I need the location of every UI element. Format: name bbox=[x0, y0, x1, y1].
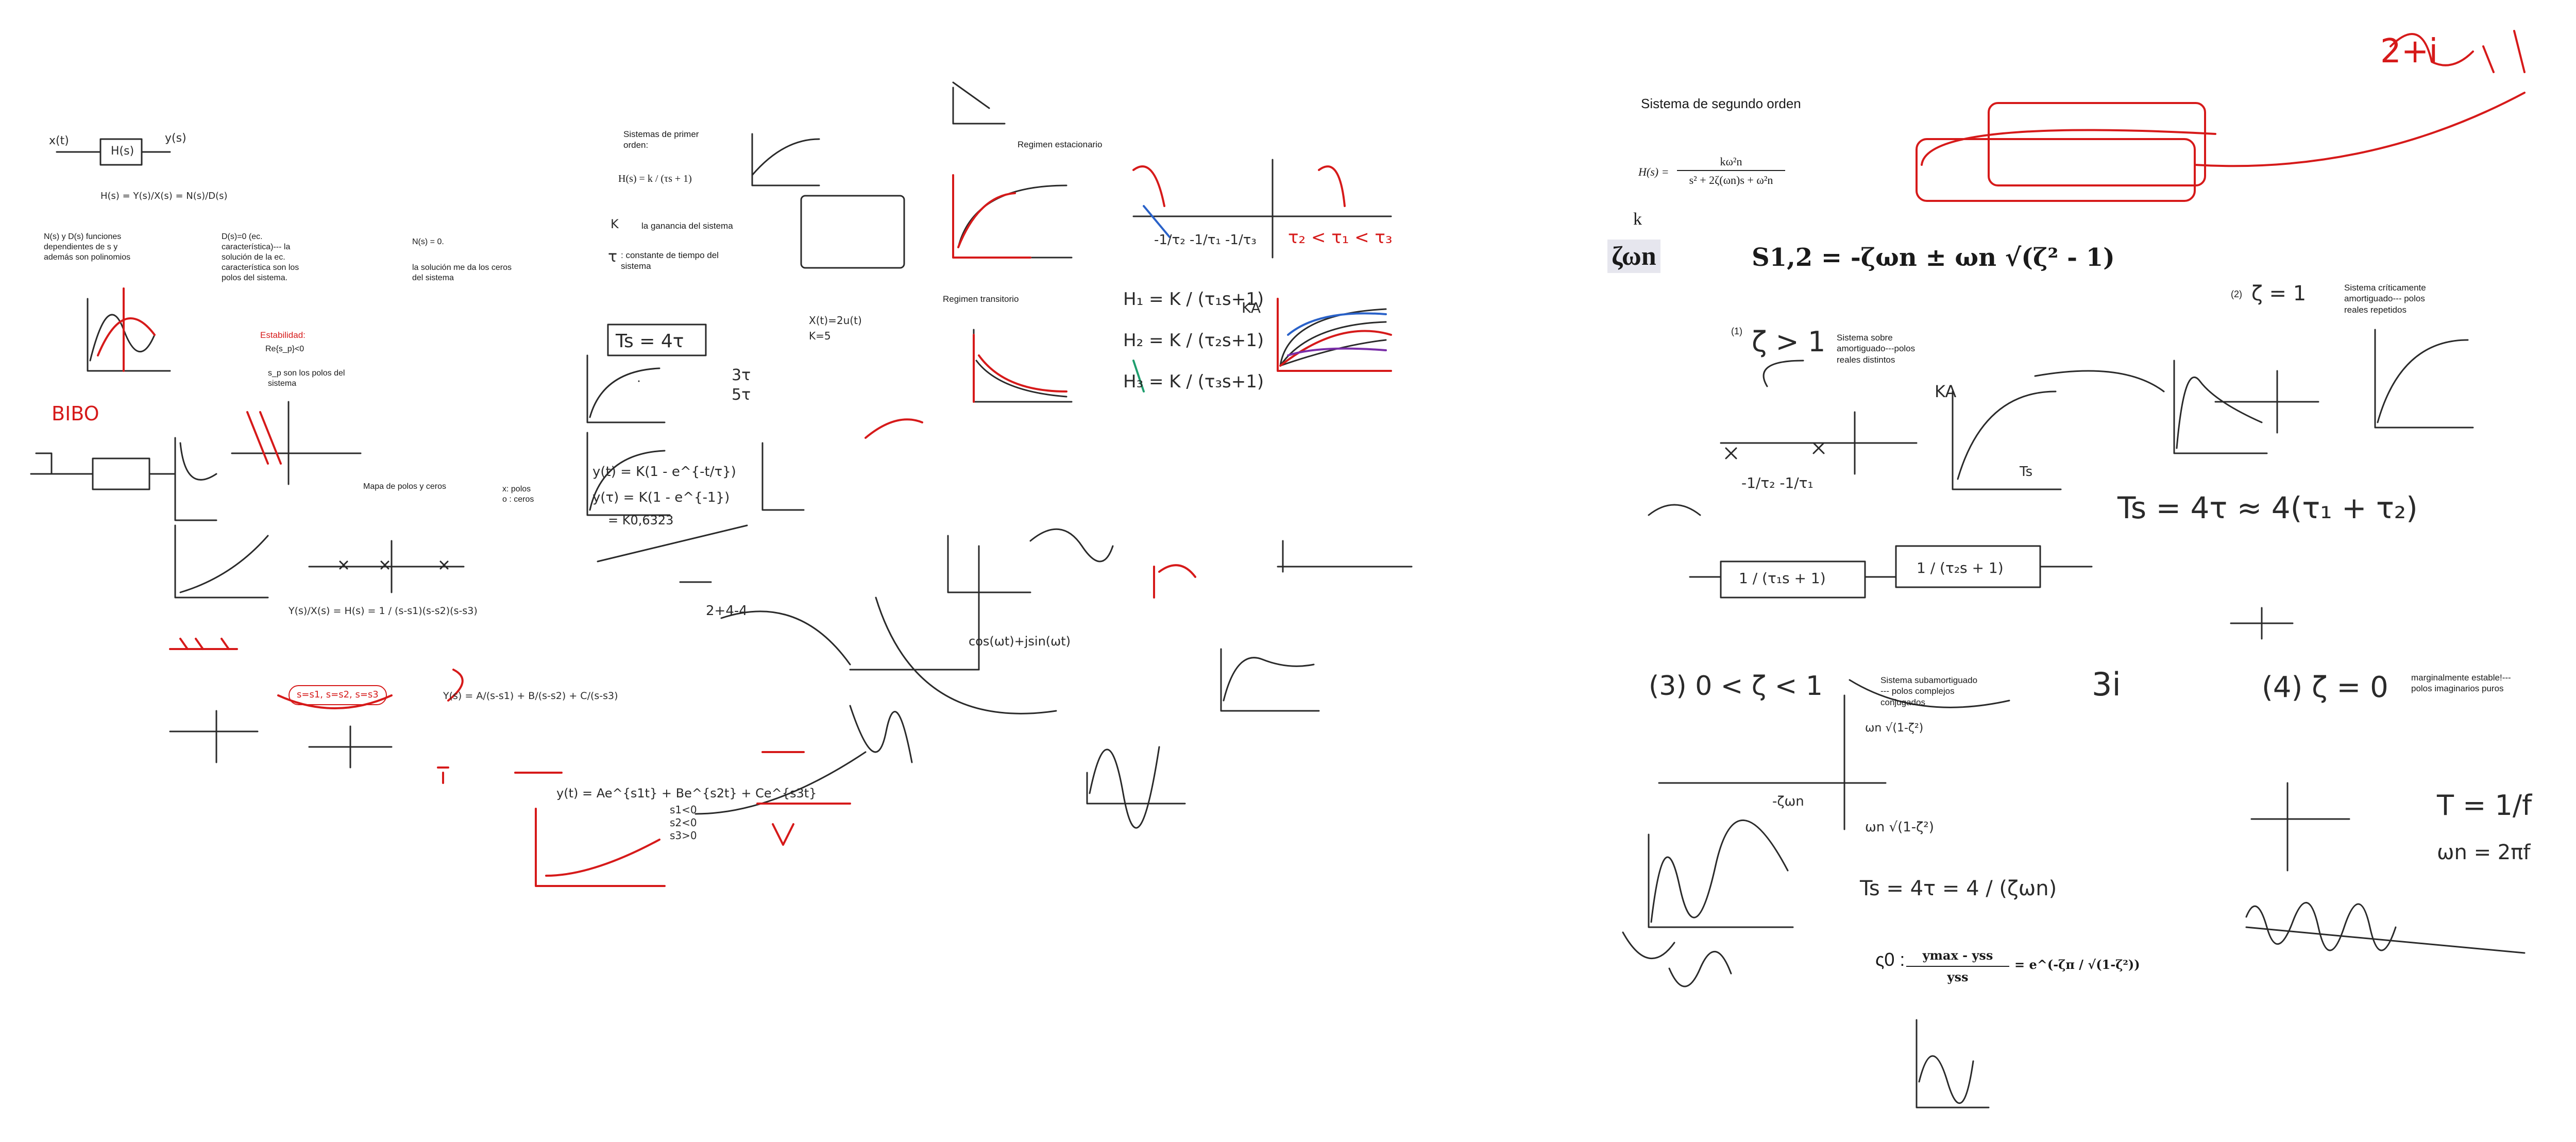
y-step-eq: y(t) = K(1 - e^{-t/τ}) bbox=[592, 464, 736, 480]
regimen-estacionario: Regimen estacionario bbox=[1018, 140, 1103, 149]
h-second-num: kω²n bbox=[1720, 155, 1742, 168]
stability-note: s_p son los polos del sistema bbox=[268, 369, 345, 388]
regimen-transitorio: Regimen transitorio bbox=[943, 294, 1019, 304]
zeta-wn-highlight: ζωn bbox=[1607, 240, 1660, 273]
tau-label: : constante de tiempo del sistema bbox=[621, 250, 719, 271]
h1-eq: H₁ = K / (τ₁s+1) bbox=[1123, 289, 1264, 310]
tau-order: τ₂ < τ₁ < τ₃ bbox=[1288, 227, 1393, 248]
partial-fractions: Y(s) = A/(s-s1) + B/(s-s2) + C/(s-s3) bbox=[443, 690, 618, 702]
overshoot-den: yss bbox=[1947, 969, 1969, 984]
case3-eq: (3) 0 < ζ < 1 bbox=[1649, 671, 1823, 702]
roots-box: s=s1, s=s2, s=s3 bbox=[289, 685, 387, 705]
case1-note: Sistema sobre amortiguado---polos reales… bbox=[1837, 333, 1916, 365]
ts-label-right: Ts bbox=[2020, 464, 2033, 480]
pole-tau-labels: -1/τ₂ -1/τ₁ -1/τ₃ bbox=[1154, 232, 1257, 248]
pole-labels-right: -1/τ₂ -1/τ₁ bbox=[1741, 474, 1814, 491]
three-tau: 3τ 5τ bbox=[732, 366, 751, 404]
ns-note: la solución me da los ceros del sistema bbox=[412, 263, 512, 282]
y-tau-eq: y(τ) = K(1 - e^{-1}) bbox=[592, 490, 730, 505]
two-plus-four: 2+4-4 bbox=[706, 603, 748, 619]
wn-2pif-eq: ωn = 2πf bbox=[2437, 841, 2531, 864]
ts-box: Ts = 4τ bbox=[616, 331, 684, 352]
k-equals: K=5 bbox=[809, 330, 831, 342]
neg-zeta-wn: -ζωn bbox=[1772, 794, 1804, 809]
overshoot-sym: ς0 : bbox=[1875, 949, 1905, 970]
ys-xs-eq: Y(s)/X(s) = H(s) = 1 / (s-s1)(s-s2)(s-s3… bbox=[289, 605, 478, 617]
first-order-title: Sistemas de primer orden: bbox=[623, 129, 699, 150]
h3-eq: H₃ = K / (τ₃s+1) bbox=[1123, 371, 1264, 392]
poles-eq: S1,2 = -ζωn ± ωn √(ζ² - 1) bbox=[1752, 243, 2115, 272]
h-second-fraction-bar bbox=[1677, 170, 1785, 171]
period-eq: T = 1/f bbox=[2437, 789, 2532, 822]
case4-eq: (4) ζ = 0 bbox=[2262, 671, 2388, 704]
case4-note: marginalmente estable!--- polos imaginar… bbox=[2411, 673, 2511, 694]
overshoot-num: ymax - yss bbox=[1922, 948, 1993, 963]
wn-sqrt-top: ωn √(1-ζ²) bbox=[1865, 722, 1924, 735]
red-scribble: 2+i bbox=[2380, 32, 2438, 71]
first-order-h: H(s) = k / (τs + 1) bbox=[618, 173, 692, 184]
case2-num: (2) bbox=[2231, 289, 2242, 299]
case2-eq: ζ = 1 bbox=[2251, 282, 2307, 305]
stability-title: Estabilidad: bbox=[260, 330, 306, 340]
pole-zero-legend: x: polos o : ceros bbox=[502, 485, 534, 504]
k-value: = K0,6323 bbox=[608, 513, 674, 527]
ts-approx-eq: Ts = 4τ ≈ 4(τ₁ + τ₂) bbox=[2117, 490, 2418, 525]
y-time-eq: y(t) = Ae^{s1t} + Be^{s2t} + Ce^{s3t} bbox=[556, 786, 817, 800]
h-second-lhs: H(s) = bbox=[1638, 165, 1669, 178]
block-h-label: H(s) bbox=[111, 145, 134, 158]
h-second-den: s² + 2ζ(ωn)s + ω²n bbox=[1689, 174, 1773, 186]
overshoot-bar bbox=[1906, 966, 2009, 967]
tf1-box: 1 / (τ₁s + 1) bbox=[1739, 570, 1826, 587]
input-step-label: X(t)=2u(t) bbox=[809, 314, 862, 327]
stability-condition: Re{s_p}<0 bbox=[265, 345, 304, 353]
tf2-box: 1 / (τ₂s + 1) bbox=[1917, 559, 2004, 576]
block-input-label: x(t) bbox=[49, 134, 69, 147]
ts-under-eq: Ts = 4τ = 4 / (ζωn) bbox=[1860, 877, 2057, 900]
case1-eq: ζ > 1 bbox=[1752, 326, 1826, 358]
case1-num: (1) bbox=[1731, 326, 1742, 336]
gain-k-symbol: K bbox=[611, 217, 619, 231]
cos-sin-eq: cos(ωt)+jsin(ωt) bbox=[969, 634, 1071, 649]
overshoot-rhs: = e^(-ζπ / √(1-ζ²)) bbox=[2014, 957, 2140, 972]
transfer-function-eq: H(s) = Y(s)/X(s) = N(s)/D(s) bbox=[100, 191, 228, 201]
ka-label-left: KA bbox=[1242, 299, 1261, 316]
pole-map-title: Mapa de polos y ceros bbox=[363, 482, 446, 491]
s-conditions: s1<0 s2<0 s3>0 bbox=[670, 804, 697, 842]
nd-note: N(s) y D(s) funciones dependientes de s … bbox=[44, 232, 131, 262]
h2-eq: H₂ = K / (τ₂s+1) bbox=[1123, 330, 1264, 351]
ds-note: D(s)=0 (ec. característica)--- la soluci… bbox=[222, 232, 299, 282]
gain-label: la ganancia del sistema bbox=[641, 221, 733, 231]
case3-note: Sistema subamortiguado --- polos complej… bbox=[1880, 675, 1978, 707]
block-output-label: y(s) bbox=[165, 132, 187, 145]
wn-sqrt-bottom: ωn √(1-ζ²) bbox=[1865, 820, 1934, 835]
ka-label-right: KA bbox=[1935, 382, 1957, 401]
second-order-title: Sistema de segundo orden bbox=[1641, 96, 1801, 111]
three-i: 3i bbox=[2092, 666, 2121, 703]
case2-note: Sistema críticamente amortiguado--- polo… bbox=[2344, 283, 2426, 315]
bibo-label: BIBO bbox=[52, 402, 99, 425]
k-label-right: k bbox=[1633, 210, 1642, 229]
tau-symbol: τ bbox=[608, 248, 618, 266]
ns-zero: N(s) = 0. bbox=[412, 237, 444, 246]
